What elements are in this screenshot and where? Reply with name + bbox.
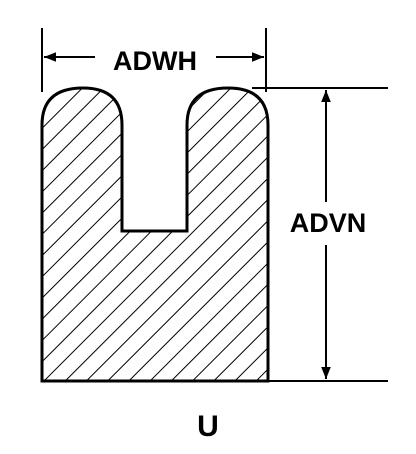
height-dimension-label: ADVN bbox=[290, 208, 367, 238]
shape-label: U bbox=[197, 410, 219, 443]
width-dimension-label: ADWH bbox=[113, 46, 197, 76]
height-dimension: ADVN bbox=[252, 87, 388, 382]
width-dimension: ADWH bbox=[41, 28, 267, 92]
u-profile-shape bbox=[40, 86, 270, 383]
